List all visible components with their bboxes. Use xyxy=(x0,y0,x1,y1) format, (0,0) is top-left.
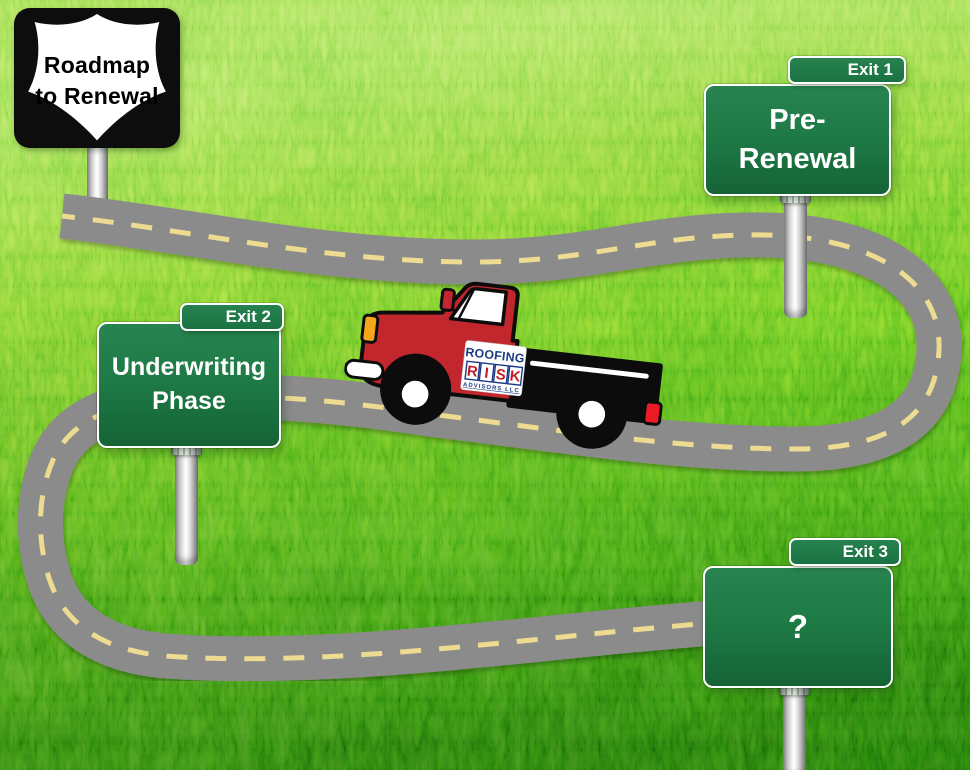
pickup-truck: ROOFING R I S K ADVISORS LLC xyxy=(338,263,681,465)
exit-sign-2: Underwriting Phase Exit 2 xyxy=(97,303,284,565)
pickup-truck-graphic: ROOFING R I S K ADVISORS LLC xyxy=(343,281,663,449)
logo-risk-s: S xyxy=(495,367,507,384)
exit-2-post xyxy=(171,442,202,565)
exit-sign-3: ? Exit 3 xyxy=(703,538,901,770)
logo-risk-k: K xyxy=(509,369,522,386)
title-sign-post xyxy=(87,138,108,210)
route-shield-icon xyxy=(28,14,166,141)
rear-hub xyxy=(578,400,606,428)
exit-3-tab: Exit 3 xyxy=(789,538,901,566)
title-line-2: to Renewal xyxy=(35,83,159,109)
headlight xyxy=(360,313,380,344)
exit-3-board: ? xyxy=(703,566,893,688)
side-mirror xyxy=(439,287,456,312)
exit-3-label: ? xyxy=(787,607,809,645)
title-line-1: Roadmap xyxy=(43,52,151,78)
logo-risk-i: I xyxy=(484,366,490,382)
logo-risk-boxes xyxy=(464,360,524,386)
taillight xyxy=(642,400,663,426)
exit-1-board: Pre-Renewal xyxy=(704,84,891,196)
exit-2-tab: Exit 2 xyxy=(180,303,284,331)
exit-3-post xyxy=(779,682,810,770)
exit-1-tab: Exit 1 xyxy=(788,56,906,84)
exit-1-tab-label: Exit 1 xyxy=(847,59,893,79)
exit-2-board: Underwriting Phase xyxy=(97,322,281,448)
exit-sign-1: Pre-Renewal Exit 1 xyxy=(704,56,906,318)
title-text: Roadmap to Renewal xyxy=(14,8,180,148)
exit-3-tab-label: Exit 3 xyxy=(842,541,888,561)
front-bumper xyxy=(343,358,385,381)
exit-1-label: Pre-Renewal xyxy=(738,103,857,175)
exit-2-label: Underwriting Phase xyxy=(111,353,267,415)
exit-1-post xyxy=(780,190,811,318)
front-hub xyxy=(401,380,429,408)
exit-2-tab-label: Exit 2 xyxy=(225,306,271,326)
roofing-risk-logo: ROOFING R I S K ADVISORS LLC xyxy=(460,340,527,397)
window-divider xyxy=(457,289,475,321)
logo-top-text: ROOFING xyxy=(465,345,526,366)
title-shield-sign: Roadmap to Renewal xyxy=(14,8,180,148)
windshield xyxy=(448,287,508,327)
bed-stripe xyxy=(529,360,649,379)
logo-risk-r: R xyxy=(466,364,479,381)
